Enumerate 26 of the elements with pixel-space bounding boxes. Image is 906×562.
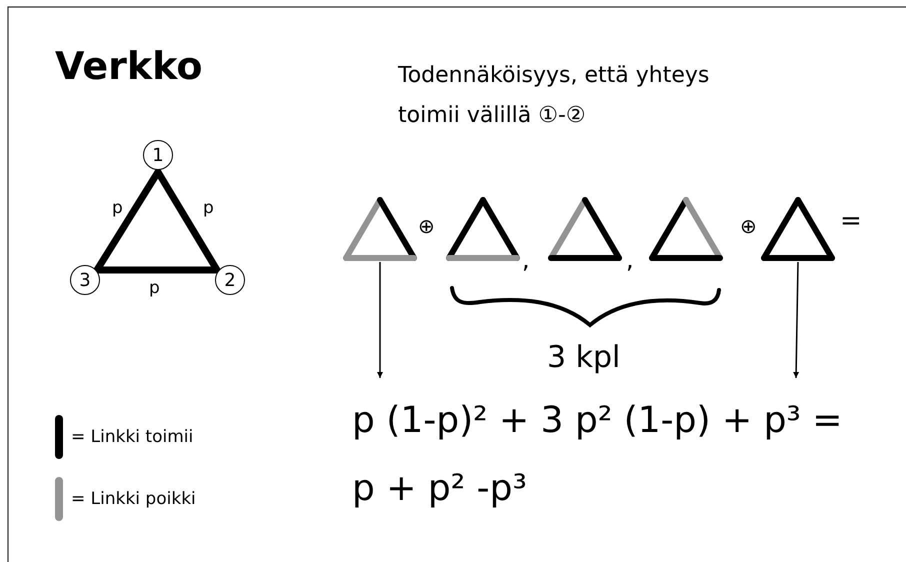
- edge-label: p: [203, 198, 214, 218]
- comma: ,: [626, 246, 634, 274]
- edge-label: p: [112, 198, 123, 218]
- edge-label: p: [149, 278, 160, 298]
- count-label: 3 kpl: [547, 340, 620, 375]
- network-state-triangle: [760, 196, 836, 262]
- equals-sign: =: [840, 206, 862, 236]
- legend-text: = Linkki poikki: [71, 489, 196, 509]
- legend-text: = Linkki toimii: [71, 427, 194, 447]
- network-state-triangle: [547, 196, 623, 262]
- arrow: [793, 262, 800, 378]
- plus-symbol: ⊕: [740, 214, 757, 238]
- arrow: [377, 262, 383, 378]
- heading-text: Todennäköisyys, että yhteys toimii välillä ①-②: [398, 62, 710, 130]
- node-number-circle: 2: [215, 265, 245, 295]
- node-number-circle: 3: [70, 265, 100, 295]
- formula: p (1-p)² + 3 p² (1-p) + p³ =: [352, 400, 842, 441]
- formula-result: p + p² -p³: [352, 468, 527, 509]
- plus-symbol: ⊕: [418, 214, 435, 238]
- network-state-triangle: [648, 196, 724, 262]
- title: Verkko: [55, 44, 202, 88]
- network-state-triangle: [342, 196, 418, 262]
- node-number-circle: 1: [143, 140, 173, 170]
- comma: ,: [522, 246, 530, 274]
- network-link: [94, 266, 220, 274]
- network-state-triangle: [445, 196, 521, 262]
